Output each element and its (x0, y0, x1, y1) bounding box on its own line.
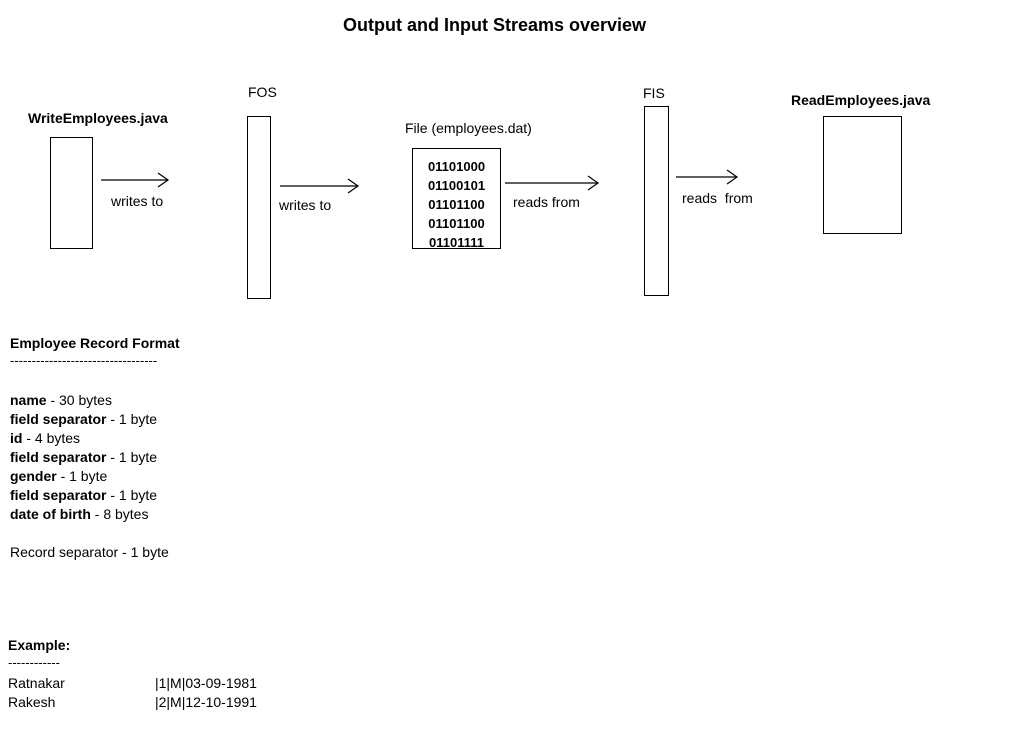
record-format-divider: ---------------------------------- (10, 353, 158, 368)
record-separator: Record separator - 1 byte (10, 544, 169, 560)
file-bits-row: 01101111 (429, 235, 484, 249)
record-format-heading: Employee Record Format (10, 335, 180, 351)
record-field: id - 4 bytes (10, 429, 157, 448)
record-field-size: - 4 bytes (22, 430, 81, 446)
record-field-size: - 1 byte (56, 468, 108, 484)
example-row-data: |2|M|12-10-1991 (155, 694, 257, 710)
example-heading: Example: (8, 637, 71, 653)
file-box: 01101000 01100101 01101100 01101100 0110… (412, 148, 501, 249)
read-program-label: ReadEmployees.java (791, 92, 931, 108)
arrow-fos-to-file (280, 178, 360, 194)
read-program-box (823, 116, 902, 234)
record-field: field separator - 1 byte (10, 486, 157, 505)
record-field-size: - 30 bytes (46, 392, 112, 408)
arrow-program-to-fos (101, 172, 170, 188)
record-field: field separator - 1 byte (10, 448, 157, 467)
record-field-size: - 1 byte (106, 411, 158, 427)
fis-label: FIS (643, 85, 665, 101)
fos-stream-box (247, 116, 271, 299)
record-field-name: field separator (10, 411, 107, 427)
record-field-name: field separator (10, 487, 107, 503)
record-field-size: - 1 byte (106, 449, 158, 465)
edge-label-reads-from: reads from (682, 190, 753, 206)
record-field: name - 30 bytes (10, 391, 157, 410)
arrow-fis-to-program (676, 169, 739, 185)
example-divider: ------------ (8, 655, 60, 670)
record-field: gender - 1 byte (10, 467, 157, 486)
file-bits-row: 01100101 (427, 178, 486, 193)
record-format-list: name - 30 bytes field separator - 1 byte… (10, 391, 157, 524)
example-row-name: Ratnakar (8, 675, 65, 691)
record-field: field separator - 1 byte (10, 410, 157, 429)
record-field-size: - 8 bytes (90, 506, 149, 522)
write-program-label: WriteEmployees.java (28, 110, 168, 126)
record-field-name: id (10, 430, 23, 446)
example-row-name: Rakesh (8, 694, 56, 710)
record-field-name: date of birth (10, 506, 91, 522)
edge-label-writes-to: writes to (279, 197, 332, 213)
record-field-name: name (10, 392, 47, 408)
page-title: Output and Input Streams overview (343, 15, 647, 35)
file-bits-row: 01101100 (428, 197, 485, 212)
example-row-data: |1|M|03-09-1981 (155, 675, 257, 691)
record-field: date of birth - 8 bytes (10, 505, 157, 524)
record-field-size: - 1 byte (106, 487, 158, 503)
file-bits-row: 01101100 (428, 216, 485, 231)
record-field-name: field separator (10, 449, 107, 465)
edge-label-writes-to: writes to (111, 193, 164, 209)
file-bits-row: 01101000 (427, 159, 486, 174)
write-program-box (50, 137, 93, 249)
arrow-file-to-fis (505, 175, 600, 191)
fis-stream-box (644, 106, 669, 296)
edge-label-reads-from: reads from (513, 194, 580, 210)
fos-label: FOS (248, 84, 277, 100)
file-label: File (employees.dat) (405, 120, 532, 136)
record-field-name: gender (10, 468, 57, 484)
